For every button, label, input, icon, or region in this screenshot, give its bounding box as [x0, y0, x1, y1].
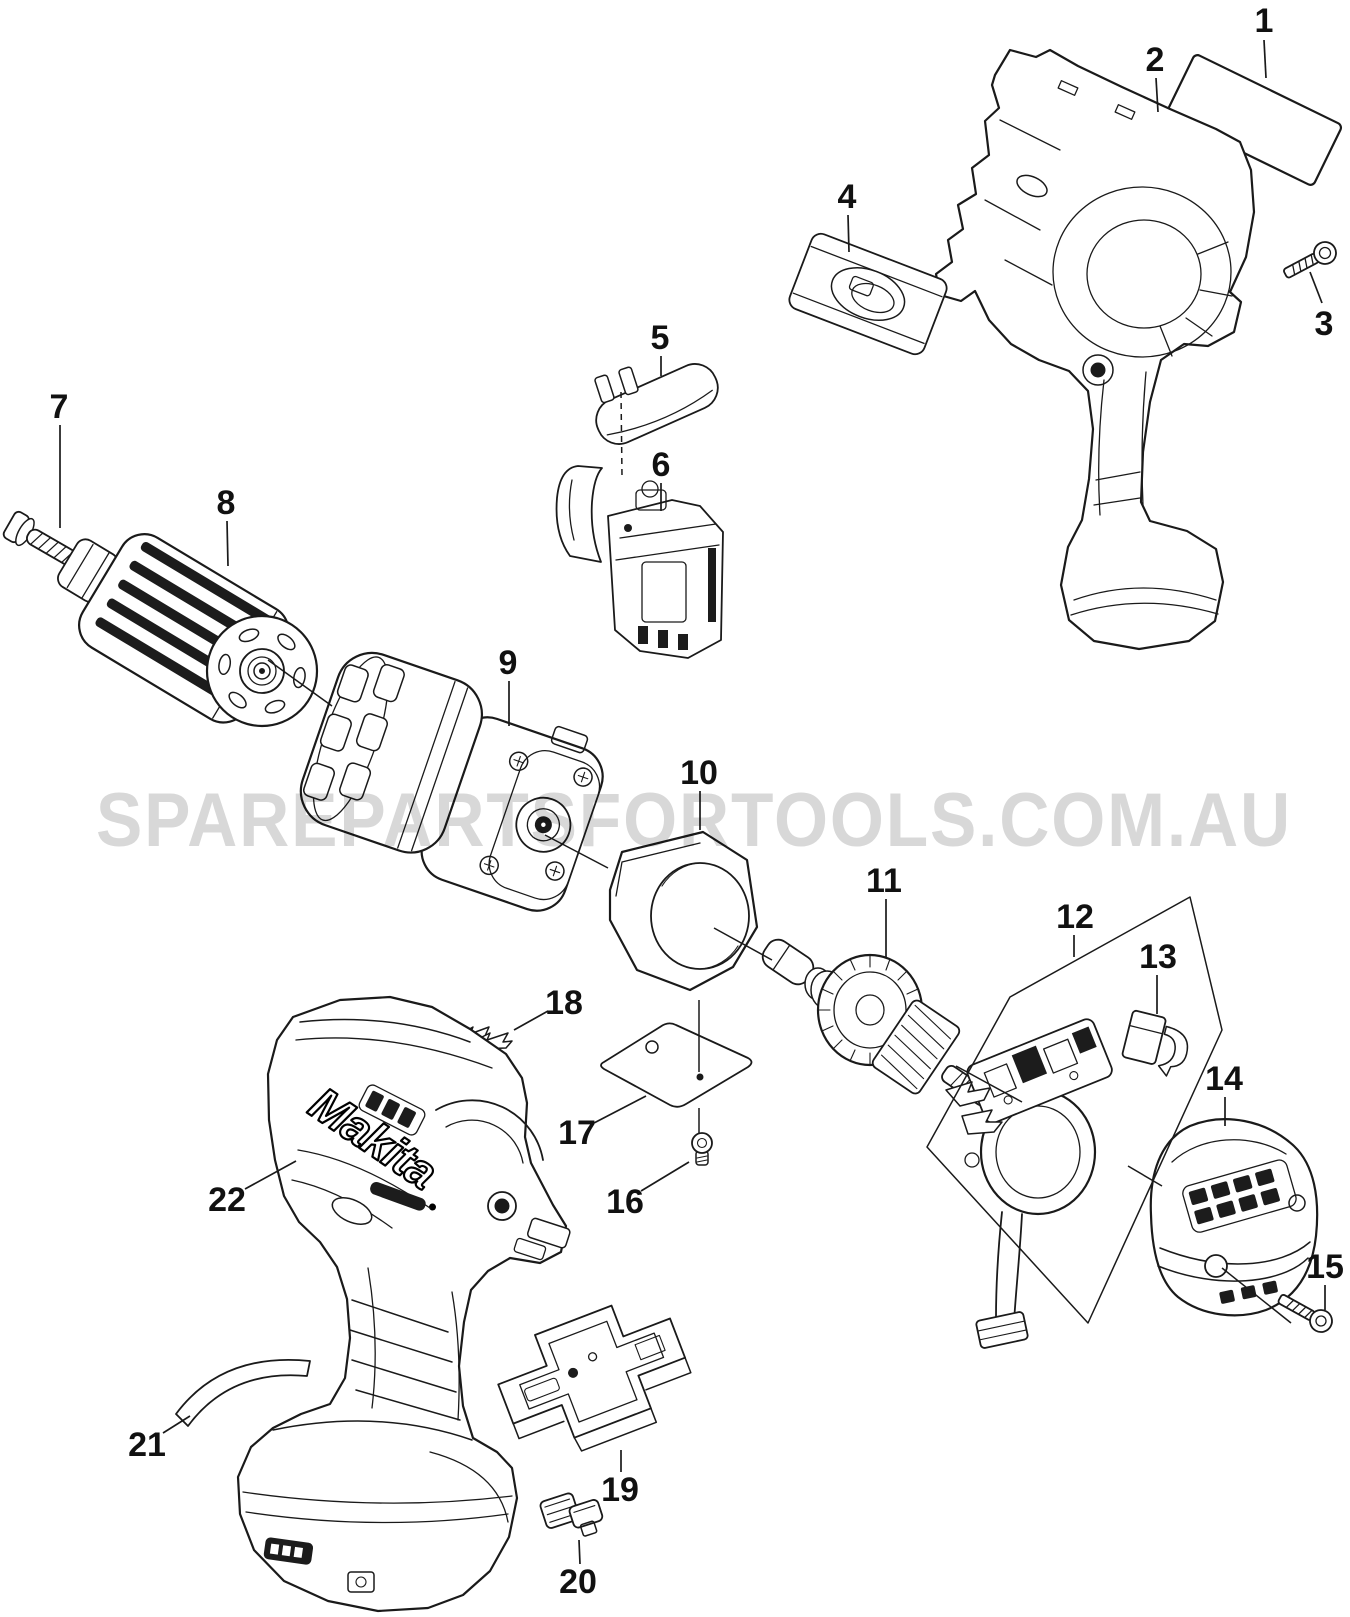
assembly-line-5: [1127, 1165, 1163, 1187]
part-2-housing-half: [934, 48, 1256, 651]
assembly-line-6: [1221, 1267, 1292, 1324]
part-number-1: 1: [1255, 2, 1274, 40]
watermark-text: SPAREPARTSFORTOOLS.COM.AU: [96, 778, 1292, 863]
leader-line-3: [1309, 271, 1323, 304]
part-20-clip: [539, 1492, 604, 1537]
vent-grille: [1182, 1159, 1297, 1233]
part-9-gear-assembly: [299, 651, 604, 912]
leader-lines: [59, 39, 1326, 1565]
battery-label: [263, 1537, 314, 1565]
part-15-screw: [1277, 1294, 1333, 1333]
part-11-armature: [761, 938, 1006, 1110]
assembly-line-4: [955, 1065, 1023, 1103]
part-number-21: 21: [128, 1426, 166, 1464]
part-3-screw: [1283, 241, 1337, 279]
part-5-switch-cover: [594, 363, 719, 445]
part-number-4: 4: [838, 178, 857, 216]
housing-vent-grille: [358, 1084, 426, 1136]
part-13-clip: [1121, 1009, 1189, 1077]
assembly-lines: [267, 391, 1292, 1324]
assembly-line-3: [713, 927, 773, 961]
part-number-8: 8: [217, 484, 236, 522]
part-number-10: 10: [680, 754, 718, 792]
part-number-19: 19: [601, 1471, 639, 1509]
part-number-11: 11: [866, 862, 902, 900]
part-number-16: 16: [606, 1183, 644, 1221]
leader-line-18: [513, 1010, 549, 1031]
leader-line-20: [578, 1539, 581, 1565]
assembly-line-1: [267, 659, 333, 707]
leader-line-16: [640, 1161, 690, 1192]
leader-line-4: [847, 214, 850, 253]
part-number-2: 2: [1146, 41, 1165, 79]
part-14-rear-cover: [1149, 1118, 1319, 1317]
logo-dot: [429, 1203, 437, 1211]
diagram-artwork: Makita: [2, 48, 1343, 1613]
part-number-6: 6: [652, 446, 671, 484]
assembly-line-9: [620, 391, 623, 477]
part-10-yoke-ring: [608, 830, 759, 992]
part-16-screw: [691, 1132, 713, 1166]
part-number-15: 15: [1306, 1248, 1344, 1286]
part-6-switch: [555, 465, 724, 659]
leader-line-2: [1155, 77, 1159, 113]
part-8-chuck: [57, 533, 319, 728]
leader-line-21: [162, 1415, 191, 1434]
part-number-18: 18: [545, 984, 583, 1022]
part-number-17: 17: [558, 1114, 596, 1152]
part-number-7: 7: [50, 388, 69, 426]
part-number-20: 20: [559, 1563, 597, 1601]
part-number-9: 9: [499, 644, 518, 682]
part-number-3: 3: [1315, 305, 1334, 343]
part-number-12: 12: [1056, 898, 1094, 936]
part-19-terminal-holder: [497, 1304, 692, 1452]
part-12-brush-holder: [945, 1018, 1113, 1349]
leader-line-1: [1263, 39, 1267, 79]
part-12-group-outline: [926, 896, 1223, 1324]
part-22-housing-logo-side: Makita: [236, 995, 571, 1613]
leader-line-22: [244, 1160, 297, 1190]
part-4-slide-button: [788, 232, 948, 356]
part-number-14: 14: [1205, 1060, 1243, 1098]
leader-line-8: [226, 520, 229, 567]
part-number-5: 5: [651, 319, 670, 357]
part-21-label-sticker: [175, 1359, 311, 1427]
part-number-13: 13: [1139, 938, 1177, 976]
leader-line-17: [593, 1095, 647, 1124]
assembly-line-2: [544, 834, 609, 869]
part-number-22: 22: [208, 1181, 246, 1219]
part-17-baffle-plate: [600, 1022, 753, 1108]
